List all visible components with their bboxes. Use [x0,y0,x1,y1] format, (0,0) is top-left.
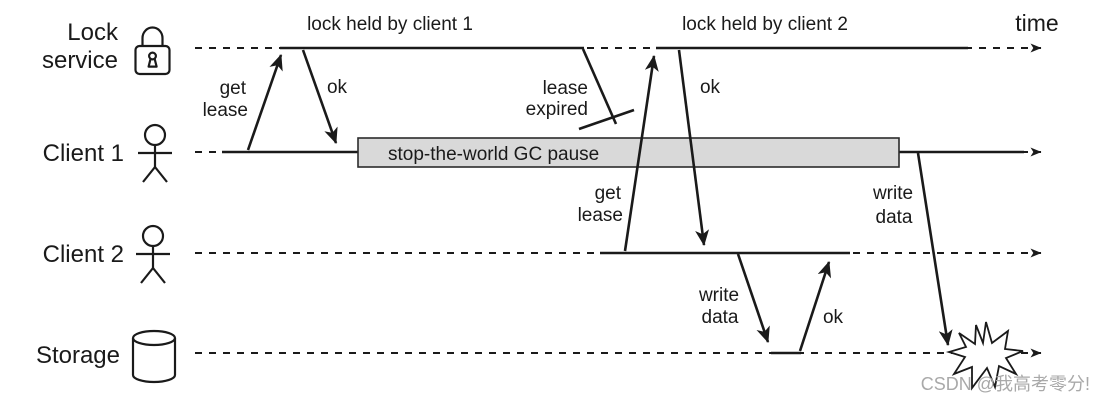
row-label-lock-service-1: Lock [67,19,119,46]
ok-1-arrow [301,49,338,144]
get-lease-2-label-2: lease [578,205,623,226]
gc-pause-box [357,137,900,168]
get-lease-1-label-1: get [220,78,247,99]
lease-expired-label-1: lease [543,78,588,99]
padlock-icon [134,26,171,76]
ok-1-label: ok [327,77,348,98]
lock-held-by-client2-label: lock held by client 2 [682,14,848,35]
lock-held-by-client1-label: lock held by client 1 [307,14,473,35]
get-lease-2-label-1: get [595,183,622,204]
time-axis-label: time [1015,10,1058,36]
person-icon [138,123,172,183]
write-data-1-label-1: write [872,183,913,204]
ok-storage-label: ok [823,307,844,328]
ok-storage-arrow [798,261,832,352]
row-label-lock-service-2: service [42,47,118,74]
ok-2-arrow [677,49,710,246]
row-label-client2: Client 2 [43,241,124,268]
watermark-text: CSDN @我高考零分! [921,374,1090,394]
write-data-2-label-2: data [702,307,739,328]
write-data-2-arrow [736,253,770,343]
row-label-client1: Client 1 [43,140,124,167]
row-label-storage: Storage [36,342,120,369]
lease-expired-cross [578,108,635,131]
get-lease-2-arrow [623,55,659,252]
write-data-1-label-2: data [876,207,913,228]
database-cylinder-icon [131,329,177,384]
write-data-2-label-1: write [698,285,739,306]
get-lease-1-arrow [246,54,283,151]
ok-2-label: ok [700,77,721,98]
gc-pause-label: stop-the-world GC pause [388,144,599,165]
lease-expired-line [581,48,618,125]
explosion-icon [945,321,1024,391]
lease-expired-label-2: expired [526,99,588,120]
write-data-1-arrow [916,152,953,346]
person-icon [136,224,170,284]
get-lease-1-label-2: lease [203,100,248,121]
